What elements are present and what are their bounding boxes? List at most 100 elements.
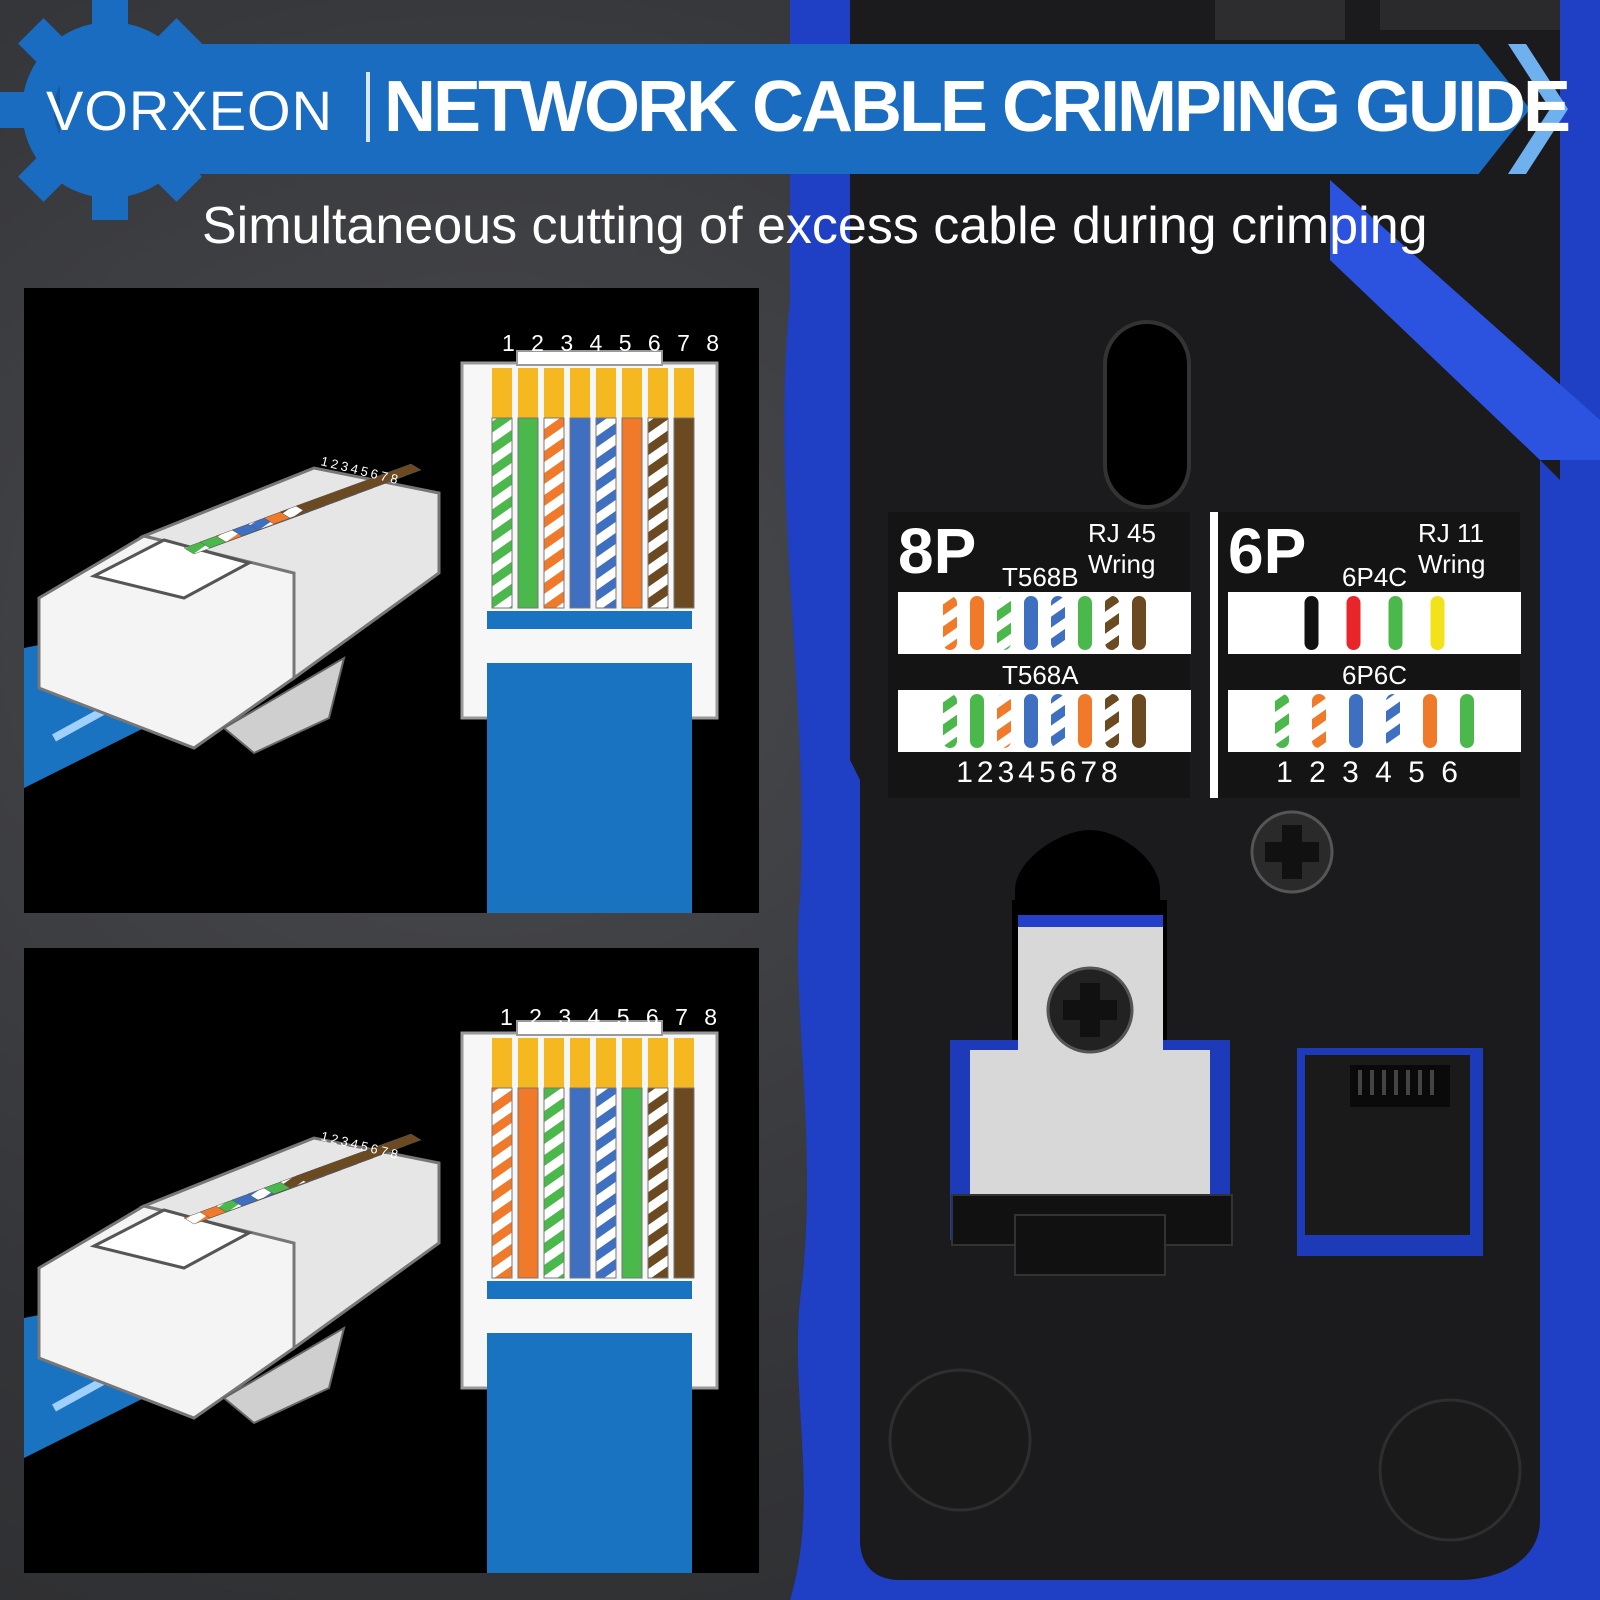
card-heading: 8P (898, 515, 977, 587)
wire-front (673, 417, 695, 609)
wire-mark (1275, 694, 1289, 748)
wire-mark (1105, 596, 1119, 650)
wire-strip-t568a (898, 690, 1191, 752)
gold-contact (492, 368, 512, 418)
wire-mark (1078, 596, 1092, 650)
brand-logo: VORXEON (46, 79, 334, 142)
card-standard-bottom: 6P6C (1342, 660, 1408, 690)
gold-contact (570, 1038, 590, 1088)
wire-front (647, 417, 669, 609)
wire-front (621, 417, 643, 609)
t568b-connector-panel: 1 2 3 4 5 6 7 8 12345678 (24, 288, 759, 913)
wire-front (517, 417, 539, 609)
wire-mark (1388, 596, 1403, 650)
wire-mark (1349, 694, 1363, 748)
card-standard-top: T568B (1002, 562, 1079, 592)
wire-front (647, 1087, 669, 1279)
card-standard-top: 6P4C (1342, 562, 1408, 592)
wire-mark (1051, 596, 1065, 650)
card-pin-numbers: 12345678 (956, 756, 1122, 789)
t568a-connector-panel: 1 2 3 4 5 6 7 8 12345678 (24, 948, 759, 1573)
wire-front (595, 417, 617, 609)
connector-top (139, 1136, 441, 1351)
wire-mark (1386, 694, 1400, 748)
gold-contact (492, 1038, 512, 1088)
wire-mark (1105, 694, 1119, 748)
wire-strip-t568b (898, 592, 1191, 654)
gold-contact (518, 1038, 538, 1088)
gold-contact (674, 368, 694, 418)
gold-contact (570, 368, 590, 418)
card-standard-bottom: T568A (1002, 660, 1079, 690)
connector-clip (222, 655, 346, 755)
card-divider (1210, 512, 1218, 798)
wire-mark (1312, 694, 1326, 748)
pin-numbers: 1 2 3 4 5 6 7 8 (500, 1004, 723, 1030)
wire-front (543, 1087, 565, 1279)
wire-mark (1132, 694, 1146, 748)
connector-top (139, 466, 441, 681)
wire-mark (1024, 596, 1038, 650)
connector-latch (89, 538, 254, 600)
connector-clip (222, 1325, 346, 1425)
wire-strip-6p4c (1228, 592, 1521, 654)
wire-mark (1460, 694, 1474, 748)
rj45-wiring-card: 8P RJ 45 Wring T568B T568A 12345678 (888, 512, 1191, 798)
rj45-connector-illustration-bottom (24, 1020, 719, 1573)
rj11-wiring-card: 6P RJ 11 Wring 6P4C 6P6C 1 2 3 4 5 6 (1218, 512, 1521, 798)
gold-contact (648, 1038, 668, 1088)
gold-contact (648, 368, 668, 418)
gold-contact (544, 1038, 564, 1088)
wire-front (491, 417, 513, 609)
wire-mark (1346, 596, 1361, 650)
wire-front (621, 1087, 643, 1279)
wire-mark (943, 694, 957, 748)
page-title: NETWORK CABLE CRIMPING GUIDE (384, 67, 1571, 147)
card-connector-label: RJ 11 Wring (1418, 518, 1486, 579)
wire-mark (997, 596, 1011, 650)
front-crimp-bar (487, 611, 692, 629)
wire-strip-6p6c (1228, 690, 1521, 752)
wire-front (543, 417, 565, 609)
wire-mark (1051, 694, 1065, 748)
connector-latch (89, 1208, 254, 1270)
wire-mark (1024, 694, 1038, 748)
front-connector-tab (516, 1020, 663, 1036)
gold-contact (596, 1038, 616, 1088)
gold-contact (674, 1038, 694, 1088)
front-cable (487, 663, 692, 913)
pin-numbers: 1 2 3 4 5 6 7 8 (502, 330, 725, 356)
gold-contact (518, 368, 538, 418)
wire-front (517, 1087, 539, 1279)
front-crimp-bar (487, 1281, 692, 1299)
wire-front (673, 1087, 695, 1279)
wire-mark (970, 694, 984, 748)
page-subtitle: Simultaneous cutting of excess cable dur… (202, 197, 1428, 255)
wire-mark (1304, 596, 1319, 650)
gold-contact (544, 368, 564, 418)
front-cable (487, 1333, 692, 1573)
wire-front (491, 1087, 513, 1279)
card-pin-numbers: 1 2 3 4 5 6 (1276, 756, 1462, 789)
wire-mark (1078, 694, 1092, 748)
wire-angled (295, 1133, 422, 1183)
card-connector-label: RJ 45 Wring (1088, 518, 1156, 579)
rj45-connector-illustration-top (24, 350, 719, 913)
wire-mark (1430, 596, 1445, 650)
title-banner (60, 44, 1530, 174)
wire-mark (997, 694, 1011, 748)
gold-contact (622, 1038, 642, 1088)
wire-mark (943, 596, 957, 650)
wire-mark (1132, 596, 1146, 650)
wire-angled (295, 463, 422, 513)
card-heading: 6P (1228, 515, 1307, 587)
gold-contact (622, 368, 642, 418)
wire-front (569, 417, 591, 609)
wire-mark (1423, 694, 1437, 748)
front-connector-tab (516, 350, 663, 366)
wire-front (595, 1087, 617, 1279)
wire-mark (970, 596, 984, 650)
gold-contact (596, 368, 616, 418)
wire-front (569, 1087, 591, 1279)
